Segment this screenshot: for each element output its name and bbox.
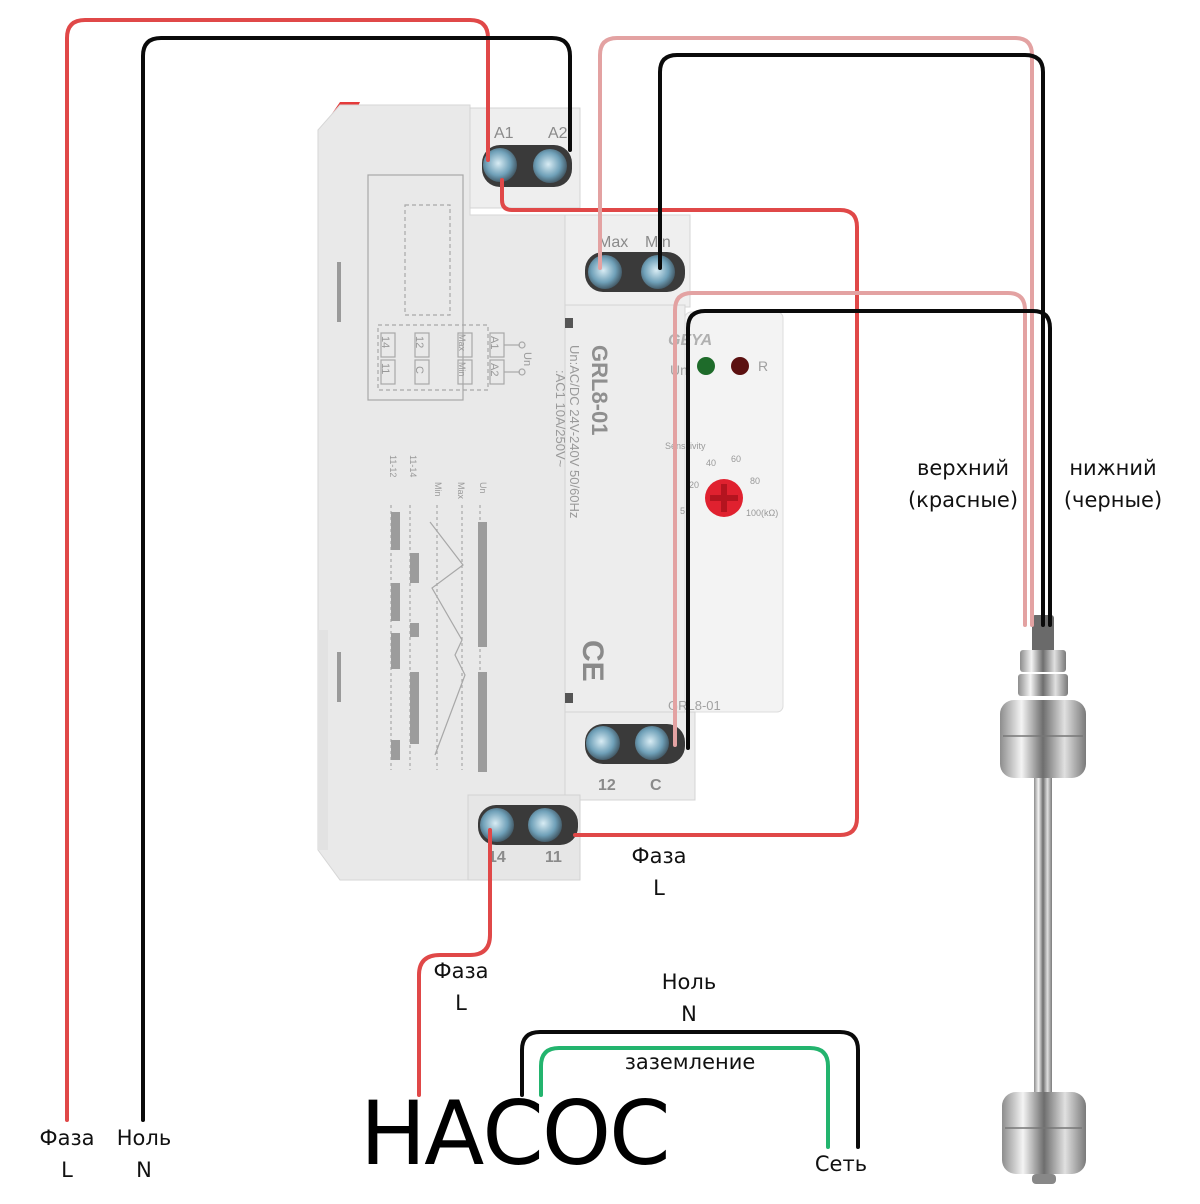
- schematic-label-14: 14: [379, 336, 391, 348]
- sensitivity-dial[interactable]: [705, 479, 743, 517]
- wire-c-lower-sensor: [686, 309, 1052, 750]
- scale-80: 80: [750, 476, 760, 486]
- label-ground: заземление: [624, 1050, 756, 1074]
- wire-14-to-pump: [417, 828, 492, 1097]
- ce-mark: CE: [576, 640, 609, 682]
- label-lower-sensor-name: нижний: [1069, 456, 1157, 480]
- upper-float: [1000, 700, 1086, 778]
- lower-float: [1002, 1092, 1086, 1174]
- wire-pump-neutral: [520, 1030, 860, 1149]
- wire-supply-phase: [65, 18, 490, 1122]
- terminal-label-min: Min: [645, 234, 671, 251]
- label-pump-phase-symbol: L: [455, 991, 467, 1015]
- rating-line-2: :AC1 10A/250V~: [553, 370, 568, 468]
- schematic-label-a1: A1: [488, 336, 500, 349]
- label-pump-phase: Фаза L: [422, 955, 500, 1019]
- schematic-label-un: Un: [521, 352, 533, 366]
- label-supply-neutral: Ноль N: [106, 1122, 182, 1186]
- schematic-label-min: Min: [457, 362, 467, 377]
- model-label-side: GRL8-01: [587, 345, 612, 435]
- timing-label-max: Max: [456, 482, 466, 500]
- timing-label-un: Un: [478, 482, 488, 494]
- terminal-label-11: 11: [545, 849, 562, 866]
- wire-pump-ground: [539, 1046, 830, 1149]
- screw-terminal-min: [641, 255, 675, 289]
- rating-line-1: Un:AC/DC 24V-240V 50/60Hz: [567, 345, 582, 518]
- schematic-label-max: Max: [457, 334, 467, 352]
- power-led-icon: [697, 357, 715, 375]
- label-pump: НАСОС: [360, 1082, 671, 1185]
- wire-min-lower-sensor: [658, 53, 1045, 627]
- timing-label-11-12: 11-12: [388, 455, 398, 477]
- scale-100: 100(kΩ): [746, 508, 778, 518]
- schematic-label-11: 11: [379, 363, 391, 374]
- scale-5: 5: [680, 506, 685, 516]
- scale-20: 20: [689, 480, 699, 490]
- screw-terminal-14: [480, 808, 514, 842]
- label-supply-phase: Фаза L: [30, 1122, 104, 1186]
- label-supply-neutral-name: Ноль: [116, 1126, 172, 1150]
- label-t11-phase-symbol: L: [653, 876, 665, 900]
- screw-terminal-max: [588, 255, 622, 289]
- relay-led-icon: [731, 357, 749, 375]
- label-lower-sensor-color: (черные): [1063, 488, 1163, 512]
- timing-label-11-14: 11-14: [408, 455, 418, 477]
- scale-60: 60: [731, 454, 741, 464]
- led-label-un: Un: [670, 362, 688, 378]
- model-label-front: GRL8-01: [668, 698, 721, 713]
- screw-terminal-12: [586, 726, 620, 760]
- timing-label-min: Min: [433, 482, 443, 497]
- label-supply-phase-name: Фаза: [39, 1126, 95, 1150]
- wire-supply-neutral: [141, 36, 572, 1122]
- terminal-label-a1: A1: [494, 125, 514, 142]
- terminal-label-c: C: [650, 777, 662, 794]
- float-stem: [1034, 778, 1052, 1096]
- schematic-label-c: C: [413, 366, 425, 374]
- label-pump-neutral-symbol: N: [681, 1002, 697, 1026]
- float-level-switch: [1000, 615, 1086, 1184]
- label-upper-sensor-name: верхний: [916, 456, 1010, 480]
- label-pump-neutral-name: Ноль: [661, 970, 717, 994]
- wire-c-upper-sensor: [673, 291, 1027, 747]
- terminal-label-max: Max: [598, 234, 628, 251]
- screw-terminal-c: [635, 726, 669, 760]
- brand-logo: GEYA: [668, 332, 712, 349]
- terminal-label-a2: A2: [548, 125, 568, 142]
- screw-terminal-a2: [533, 149, 567, 183]
- timing-bars: [391, 512, 487, 772]
- sensitivity-label: Sensitivity: [665, 441, 706, 451]
- label-pump-neutral: Ноль N: [648, 966, 730, 1030]
- scale-40: 40: [706, 458, 716, 468]
- label-upper-sensor-color: (красные): [907, 488, 1019, 512]
- terminal-label-14: 14: [488, 849, 506, 866]
- label-supply-phase-symbol: L: [61, 1158, 73, 1182]
- label-lower-sensor: нижний (черные): [1052, 452, 1174, 516]
- led-label-r: R: [758, 358, 768, 374]
- screw-terminal-11: [528, 808, 562, 842]
- label-upper-sensor: верхний (красные): [898, 452, 1028, 516]
- schematic-label-a2: A2: [488, 363, 500, 376]
- label-supply-neutral-symbol: N: [136, 1158, 152, 1182]
- label-t11-phase: Фаза L: [620, 840, 698, 904]
- label-mains: Сеть: [814, 1152, 868, 1176]
- terminal-label-12: 12: [598, 777, 616, 794]
- wire-a1-to-11: [500, 178, 859, 837]
- wire-max-upper-sensor: [598, 36, 1034, 627]
- label-pump-phase-name: Фаза: [433, 959, 489, 983]
- label-t11-phase-name: Фаза: [631, 844, 687, 868]
- schematic-label-12: 12: [413, 336, 425, 348]
- screw-terminal-a1: [483, 148, 517, 182]
